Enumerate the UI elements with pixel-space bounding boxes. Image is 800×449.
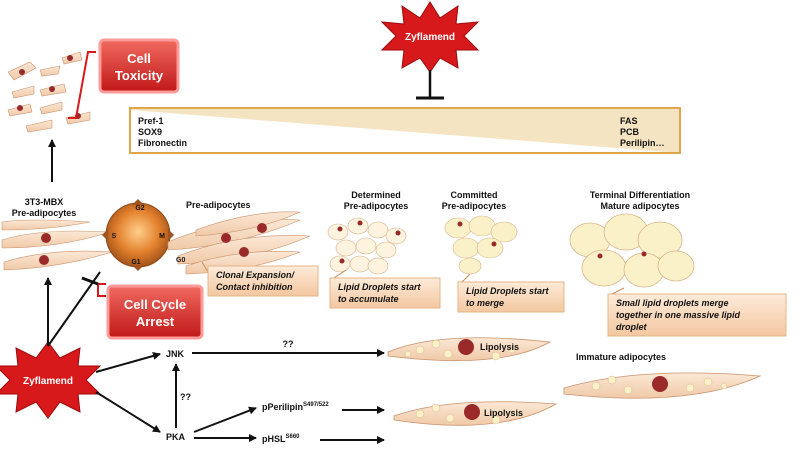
arrow-to-jnk [95, 352, 161, 373]
label-lipolysis-1: Lipolysis [480, 342, 519, 352]
label-determined-preadipocytes: Pre-adipocytes [344, 201, 409, 211]
cell-cycle-arrest-box: Cell Cycle Arrest [106, 284, 204, 340]
marker-gradient-bar: Pref-1 SOX9 Fibronectin FAS PCB Perilipi… [129, 107, 681, 154]
zyflamend-top-burst: Zyflamend [380, 1, 480, 73]
note-merge-line1: Lipid Droplets start [466, 286, 550, 296]
cycle-arrest-line1: Cell Cycle [124, 297, 186, 312]
mature-adipocytes [569, 213, 695, 288]
label-unknown-jnk: ?? [283, 339, 294, 349]
marker-perilipin: Perilipin… [620, 138, 665, 148]
note-clonal-line2: Contact inhibition [216, 282, 293, 292]
cell-toxicity-box: Cell Toxicity [98, 38, 180, 94]
cell-cycle: G2 S M G1 [102, 199, 174, 271]
note-accumulate-line2: to accumulate [338, 294, 399, 304]
note-clonal-line1: Clonal Expansion/ [216, 270, 296, 280]
label-committed-preadipocytes: Pre-adipocytes [442, 201, 507, 211]
label-lipolysis-2: Lipolysis [484, 408, 523, 418]
label-pka: PKA [166, 432, 186, 442]
note-lipid-merge: Lipid Droplets start to merge [457, 273, 565, 313]
zyflamend-top-label: Zyflamend [405, 32, 455, 43]
cycle-arrest-inhibit-bar [81, 276, 99, 286]
committed-cells [444, 215, 518, 275]
zyflamend-top-inhibition [416, 70, 444, 100]
phase-g2: G2 [135, 205, 144, 212]
note-small-droplets: Small lipid droplets merge together in o… [607, 287, 787, 337]
note-small-line2: together in one massive lipid [616, 310, 741, 320]
marker-sox9: SOX9 [138, 127, 162, 137]
arrow-to-pka [95, 391, 161, 433]
cell-toxicity-line1: Cell [127, 51, 151, 66]
label-3t3-preadipocytes: Pre-adipocytes [12, 208, 77, 218]
label-immature-adipocytes: Immature adipocytes [576, 352, 666, 362]
cycle-arrest-line2: Arrest [136, 314, 175, 329]
note-small-line3: droplet [616, 322, 648, 332]
cycle-arrest-inhibition [97, 283, 106, 297]
note-lipid-accumulate: Lipid Droplets start to accumulate [329, 269, 441, 309]
phase-s: S [112, 233, 117, 240]
note-clonal-expansion: Clonal Expansion/ Contact inhibition [201, 261, 319, 297]
phase-g0: G0 [176, 257, 185, 264]
zyflamend-bottom-burst: Zyflamend [0, 341, 102, 419]
cell-toxicity-line2: Toxicity [115, 68, 164, 83]
note-small-line1: Small lipid droplets merge [616, 298, 729, 308]
note-merge-line2: to merge [466, 298, 504, 308]
label-committed: Committed [451, 190, 498, 200]
zyflamend-bottom-label: Zyflamend [23, 376, 73, 387]
note-accumulate-line1: Lipid Droplets start [338, 282, 422, 292]
phase-g1: G1 [131, 259, 140, 266]
label-jnk: JNK [166, 349, 185, 359]
label-determined: Determined [351, 190, 401, 200]
label-terminal: Terminal Differentiation [590, 190, 690, 200]
label-unknown-pka-jnk: ?? [180, 392, 191, 402]
arrow-pka-pperilipin [193, 406, 257, 433]
label-preadipocytes: Pre-adipocytes [186, 200, 251, 210]
label-3t3-mbx: 3T3-MBX [25, 197, 64, 207]
lipolysis-cell-2: Lipolysis [393, 401, 558, 426]
phase-m: M [159, 233, 165, 240]
determined-cells [327, 217, 407, 275]
toxicity-inhibition [68, 51, 96, 119]
arrow-zyflamend-diagonal [47, 271, 101, 347]
label-phsl: pHSLS660 [262, 434, 300, 444]
fragmented-cells [7, 51, 91, 133]
preadipocyte-cells-left [1, 219, 113, 271]
label-pperilipin: pPerilipinS497/522 [262, 402, 329, 412]
lipolysis-cell-1: Lipolysis [387, 337, 552, 362]
marker-fibronectin: Fibronectin [138, 138, 187, 148]
immature-adipocyte-cell [563, 372, 762, 399]
marker-pref1: Pref-1 [138, 116, 164, 126]
preadipocyte-cells-right [167, 211, 311, 275]
marker-pcb: PCB [620, 127, 640, 137]
marker-fas: FAS [620, 116, 638, 126]
label-mature-adipocytes: Mature adipocytes [600, 201, 679, 211]
